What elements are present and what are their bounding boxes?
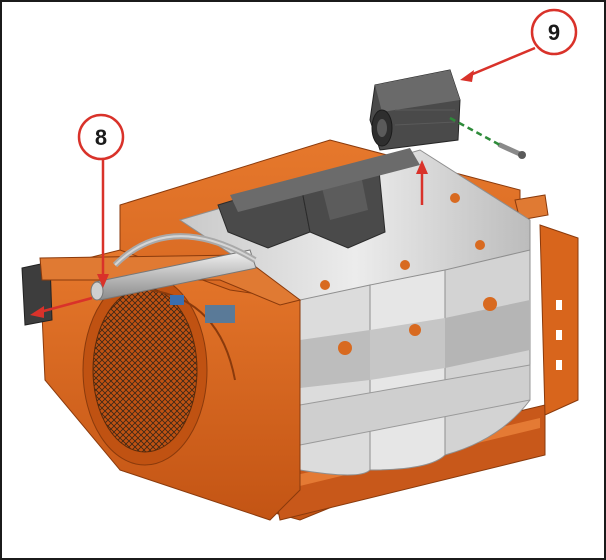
part-9-cover — [369, 69, 461, 151]
bolt-part — [497, 142, 526, 159]
removal-arrows — [30, 46, 536, 318]
blower-assembly — [21, 233, 302, 521]
callout-8: 8 — [77, 113, 125, 161]
callout-9: 9 — [530, 8, 578, 56]
callout-9-circle — [530, 8, 578, 56]
callout-8-label: 8 — [95, 125, 107, 150]
callout-8-circle — [77, 113, 125, 161]
callout-9-label: 9 — [548, 20, 560, 45]
drum-assembly — [178, 148, 531, 476]
